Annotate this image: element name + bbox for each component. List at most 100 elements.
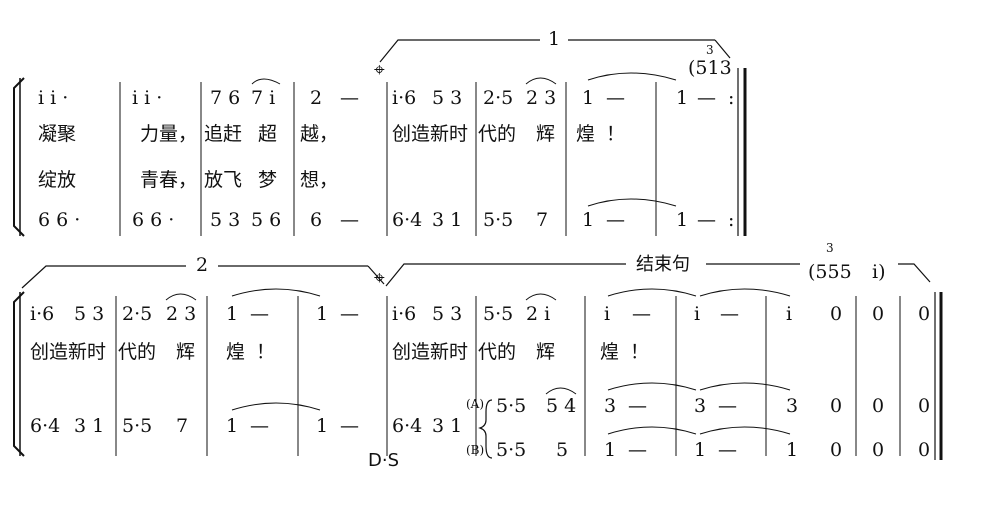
slur <box>525 293 557 301</box>
lyric: 放飞 <box>204 169 242 191</box>
m1-n13: 1 <box>676 87 688 109</box>
m1-n5: 2 <box>310 87 322 109</box>
tie <box>587 72 677 81</box>
m2-n12: 2 i <box>526 303 550 325</box>
b2-n4: 7 <box>176 415 188 437</box>
b1-n1: 6 6 · <box>38 209 80 231</box>
bb-n5: 1 <box>694 439 706 461</box>
lyric: ！ <box>630 341 649 363</box>
b2-n2: 3 1 <box>74 415 104 437</box>
m2-n3: 2·5 <box>122 303 152 325</box>
tie <box>607 382 697 391</box>
system-brace-2 <box>13 291 25 457</box>
m2-n8: — <box>340 303 359 325</box>
b2-n1: 6·4 <box>30 415 60 437</box>
lyric: 想， <box>300 169 338 191</box>
bb-n2: 5 <box>556 439 568 461</box>
slur <box>525 77 557 85</box>
b1-n9: 5·5 <box>483 209 513 231</box>
b1-n5: 6 <box>310 209 322 231</box>
b2-n7: 1 <box>316 415 328 437</box>
m2-n10: 5 3 <box>432 303 462 325</box>
m2-n16: — <box>720 303 739 325</box>
m2-n4: 2 3 <box>166 303 196 325</box>
bb-n9: 0 <box>872 439 884 461</box>
bb-n7: 1 <box>786 439 798 461</box>
b2-n5: 1 <box>226 415 238 437</box>
m1-n9: 2·5 <box>483 87 513 109</box>
tie <box>587 198 677 207</box>
ba-n7: 3 <box>786 395 798 417</box>
m1-n12: — <box>606 87 625 109</box>
bb-n3: 1 <box>604 439 616 461</box>
lyric: 追赶 <box>204 123 242 145</box>
lyric: 梦 <box>258 169 277 191</box>
slur <box>251 78 281 85</box>
m2-n9: i·6 <box>392 303 416 325</box>
m2-n6: — <box>250 303 269 325</box>
volta-2-bracket <box>21 265 186 289</box>
m1-n7: i·6 <box>392 87 416 109</box>
m2-n5: 1 <box>226 303 238 325</box>
triplet-2-number: 3 <box>826 241 834 255</box>
ba-n3: 3 <box>604 395 616 417</box>
divisi-b: (B) <box>466 443 484 457</box>
triplet-2-after: i) <box>872 261 886 283</box>
triplet-1-notes: (513 <box>688 57 732 79</box>
slur <box>545 387 577 395</box>
divisi-brace <box>478 399 493 459</box>
lyric: 辉 <box>536 341 555 363</box>
lyric: 辉 <box>176 341 195 363</box>
divisi-a: (A) <box>466 397 484 411</box>
triplet-1-number: 3 <box>706 43 714 57</box>
b1-n8: 3 1 <box>432 209 462 231</box>
ba-n1: 5·5 <box>496 395 526 417</box>
m2-n14: — <box>632 303 651 325</box>
m2-n18: 0 <box>830 303 842 325</box>
ending-label: 结束句 <box>636 254 690 275</box>
b1-n4: 5 6 <box>251 209 281 231</box>
ending-end <box>898 263 931 283</box>
tie <box>607 426 697 435</box>
lyric: 绽放 <box>38 169 76 191</box>
b2-n10: 3 1 <box>432 415 462 437</box>
lyric: 越， <box>300 123 338 145</box>
lyric: 青春， <box>140 169 197 191</box>
ba-n10: 0 <box>918 395 930 417</box>
b1-n10: 7 <box>536 209 548 231</box>
lyric: 超 <box>258 123 277 145</box>
m2-n11: 5·5 <box>483 303 513 325</box>
b1-n11: 1 <box>582 209 594 231</box>
b1-n13: 1 <box>676 209 688 231</box>
m2-n7: 1 <box>316 303 328 325</box>
m1-n10: 2 3 <box>526 87 556 109</box>
m1-n6: — <box>340 87 359 109</box>
m1-n14: — <box>697 87 716 109</box>
bb-n1: 5·5 <box>496 439 526 461</box>
b1-n6: — <box>340 209 359 231</box>
ba-n9: 0 <box>872 395 884 417</box>
m1-n11: 1 <box>582 87 594 109</box>
lyric: 辉 <box>536 123 555 145</box>
tie <box>699 288 791 297</box>
ds-mark: D·S <box>368 450 399 471</box>
lyric: 煌 <box>600 341 619 363</box>
tie <box>231 402 321 411</box>
m2-n19: 0 <box>872 303 884 325</box>
b2-n9: 6·4 <box>392 415 422 437</box>
ba-n4: — <box>628 395 647 417</box>
lyric: ！ <box>606 123 625 145</box>
bb-n6: — <box>718 439 737 461</box>
lyric: 创造新时 <box>392 123 468 145</box>
b1-repeat: : <box>728 209 734 231</box>
ba-n6: — <box>718 395 737 417</box>
triplet-2-notes: (555 <box>808 261 852 283</box>
b2-n6: — <box>250 415 269 437</box>
volta-2-number: 2 <box>196 254 208 276</box>
lyric: 力量， <box>140 123 197 145</box>
bb-n4: — <box>628 439 647 461</box>
lyric: 凝聚 <box>38 123 76 145</box>
lyric: 煌 <box>576 123 595 145</box>
tie <box>699 382 791 391</box>
